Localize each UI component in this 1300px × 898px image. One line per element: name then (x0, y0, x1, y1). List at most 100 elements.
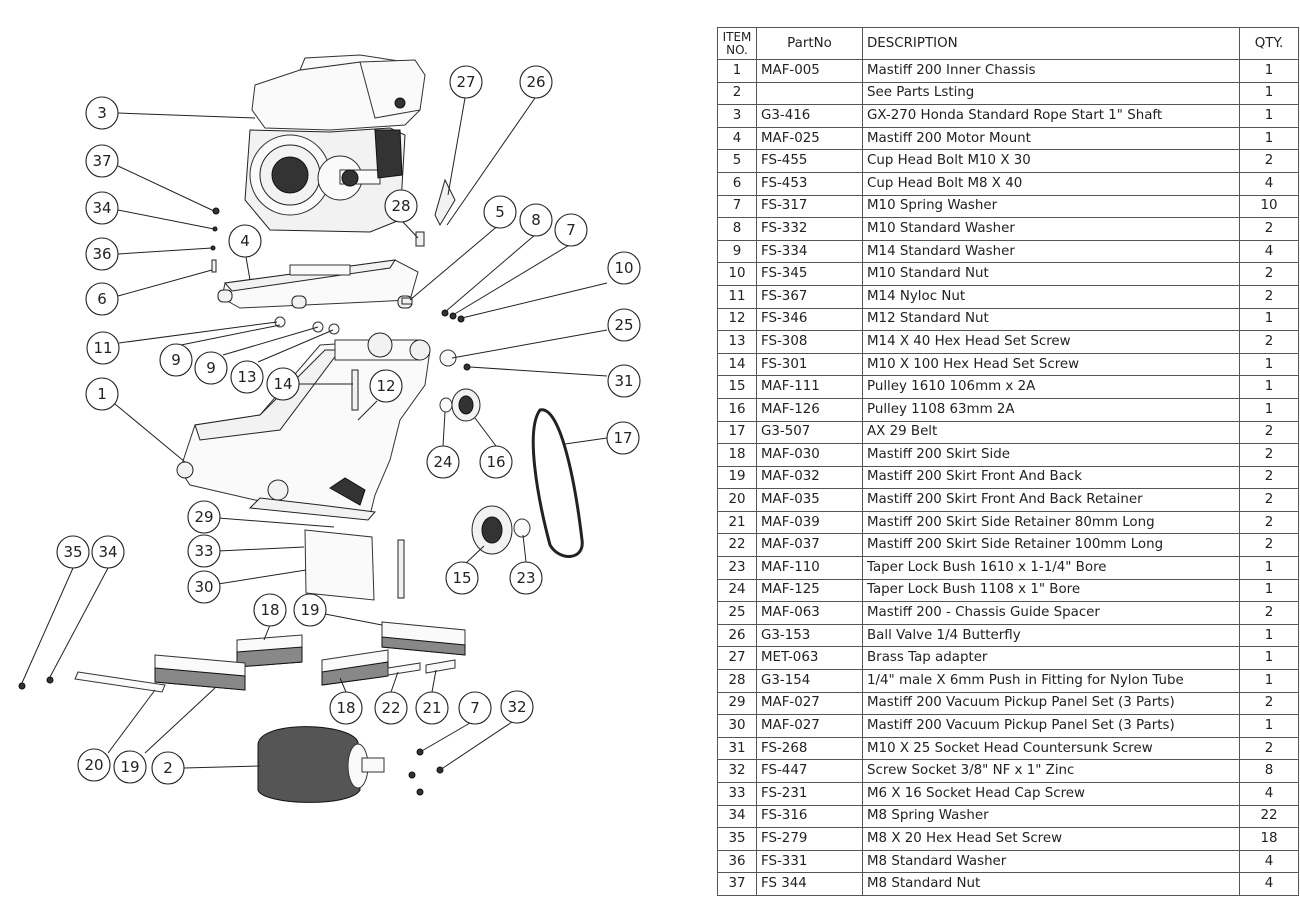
cell-partno: MAF-035 (756, 488, 863, 512)
cell-item-no: 35 (717, 827, 757, 851)
cell-partno: FS-453 (756, 171, 863, 196)
svg-text:6: 6 (97, 290, 107, 308)
vacuum-panel-drawing (304, 529, 405, 601)
callout-item-26: 26 (519, 65, 553, 99)
cell-item-no: 14 (717, 352, 757, 377)
cell-partno: MAF-111 (756, 375, 863, 399)
svg-text:19: 19 (120, 758, 139, 776)
svg-text:37: 37 (92, 152, 111, 170)
callout-item-4: 4 (228, 224, 262, 258)
cell-partno: FS-455 (756, 149, 863, 173)
svg-text:28: 28 (391, 197, 410, 215)
svg-text:11: 11 (93, 339, 112, 357)
callout-item-30: 30 (187, 570, 221, 604)
cell-item-no: 8 (717, 217, 757, 241)
callout-item-3: 3 (85, 96, 119, 130)
callout-item-7b: 7 (458, 691, 492, 725)
cell-partno: FS-231 (756, 782, 863, 806)
callout-item-34b: 34 (91, 535, 125, 569)
svg-text:14: 14 (273, 375, 292, 393)
cell-item-no: 1 (717, 59, 757, 83)
cell-description: Ball Valve 1/4 Butterfly (862, 623, 1240, 648)
skirts-drawing (74, 621, 466, 693)
callout-item-6: 6 (85, 282, 119, 316)
cell-partno: MAF-125 (756, 578, 863, 603)
svg-text:3: 3 (97, 104, 107, 122)
callout-item-17: 17 (606, 421, 640, 455)
cell-partno: FS-332 (756, 217, 863, 241)
cell-description: M8 Standard Nut (862, 872, 1240, 896)
cell-item-no: 15 (717, 375, 757, 399)
callout-item-10: 10 (607, 251, 641, 285)
cell-partno: MAF-063 (756, 601, 863, 625)
engine-drawing (244, 54, 426, 233)
cell-qty: 10 (1239, 194, 1299, 219)
cell-qty: 4 (1239, 239, 1299, 264)
svg-text:15: 15 (452, 569, 471, 587)
cell-description: M10 X 25 Socket Head Countersunk Screw (862, 736, 1240, 761)
cell-partno: MAF-110 (756, 556, 863, 580)
cell-item-no: 13 (717, 330, 757, 354)
cell-partno: G3-154 (756, 669, 863, 693)
cell-partno: G3-507 (756, 420, 863, 445)
cell-partno: MET-063 (756, 646, 863, 671)
cell-qty: 1 (1239, 104, 1299, 128)
cell-qty: 2 (1239, 149, 1299, 173)
cell-description: Pulley 1610 106mm x 2A (862, 375, 1240, 399)
callout-item-28: 28 (384, 189, 418, 223)
cell-item-no: 7 (717, 194, 757, 219)
callout-item-31: 31 (607, 364, 641, 398)
cell-item-no: 23 (717, 556, 757, 580)
motor-mount-drawing (217, 259, 419, 309)
cell-partno: FS-279 (756, 827, 863, 851)
svg-text:16: 16 (486, 453, 505, 471)
callout-item-37: 37 (85, 144, 119, 178)
header-description: DESCRIPTION (862, 27, 1240, 60)
cell-item-no: 25 (717, 601, 757, 625)
inner-chassis-drawing (176, 332, 431, 521)
cell-item-no: 12 (717, 307, 757, 332)
cell-qty: 2 (1239, 533, 1299, 558)
callout-item-7: 7 (554, 213, 588, 247)
cell-qty: 2 (1239, 217, 1299, 241)
cell-qty: 2 (1239, 284, 1299, 309)
cell-item-no: 31 (717, 736, 757, 761)
cell-description: See Parts Lsting (862, 81, 1240, 106)
cell-partno: FS-331 (756, 849, 863, 874)
cell-item-no: 22 (717, 533, 757, 558)
cell-item-no: 5 (717, 149, 757, 173)
leader-lines (21, 97, 608, 771)
cell-description: Brass Tap adapter (862, 646, 1240, 671)
svg-text:29: 29 (194, 508, 213, 526)
cell-description: Mastiff 200 Skirt Front And Back Retaine… (862, 488, 1240, 512)
cell-item-no: 20 (717, 488, 757, 512)
cell-description: Mastiff 200 - Chassis Guide Spacer (862, 601, 1240, 625)
cell-qty: 8 (1239, 759, 1299, 783)
cell-description: M14 Nyloc Nut (862, 284, 1240, 309)
cell-qty: 1 (1239, 397, 1299, 422)
svg-text:26: 26 (526, 73, 545, 91)
callout-item-24: 24 (426, 445, 460, 479)
cell-qty: 1 (1239, 556, 1299, 580)
cell-description: Mastiff 200 Vacuum Pickup Panel Set (3 P… (862, 714, 1240, 738)
callout-item-19b: 19 (113, 750, 147, 784)
svg-text:36: 36 (92, 245, 111, 263)
cell-item-no: 28 (717, 669, 757, 693)
cell-description: Cup Head Bolt M8 X 40 (862, 171, 1240, 196)
cell-description: M14 Standard Washer (862, 239, 1240, 264)
